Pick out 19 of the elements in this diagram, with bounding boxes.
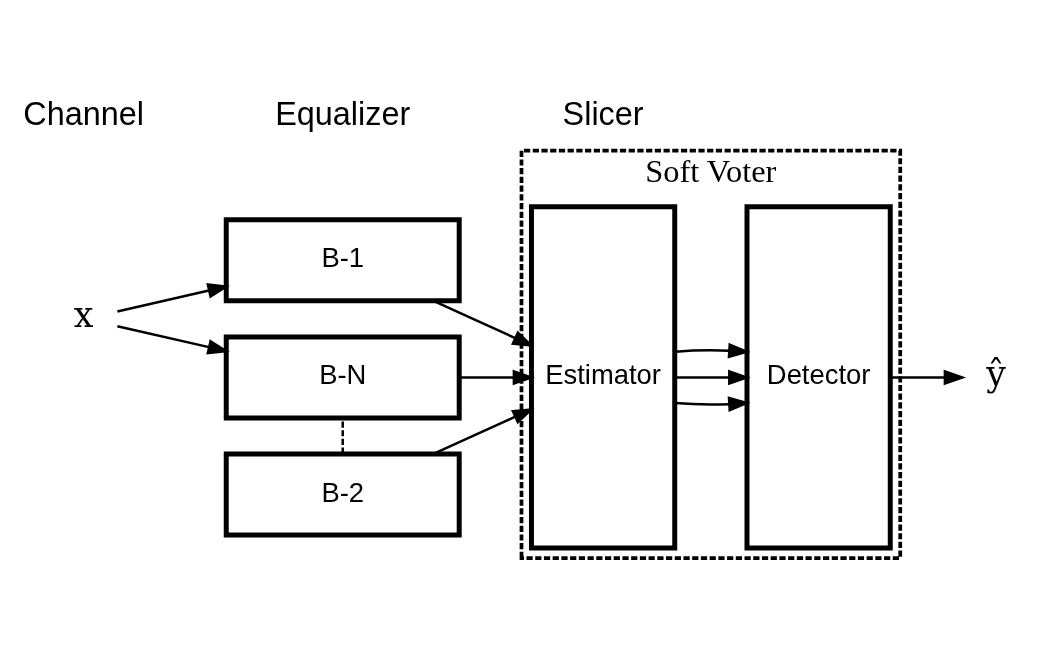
node-text: ŷ <box>986 354 1007 394</box>
arrow <box>459 369 536 386</box>
arrow <box>890 369 967 386</box>
label: Slicer <box>562 95 644 132</box>
arrow <box>117 325 230 355</box>
node-box: Estimator <box>529 204 678 551</box>
arrow <box>675 396 751 413</box>
label: Equalizer <box>275 95 411 132</box>
connector <box>341 418 344 454</box>
node-text: x <box>73 295 94 336</box>
node-box: Detector <box>744 204 893 551</box>
node-box: B-1 <box>223 217 462 304</box>
arrow <box>117 283 230 313</box>
arrow <box>432 299 535 347</box>
node-box: B-N <box>223 334 462 421</box>
arrow <box>675 342 751 359</box>
node-box: B-2 <box>223 451 462 538</box>
arrow <box>675 369 751 386</box>
label: Channel <box>23 95 144 132</box>
